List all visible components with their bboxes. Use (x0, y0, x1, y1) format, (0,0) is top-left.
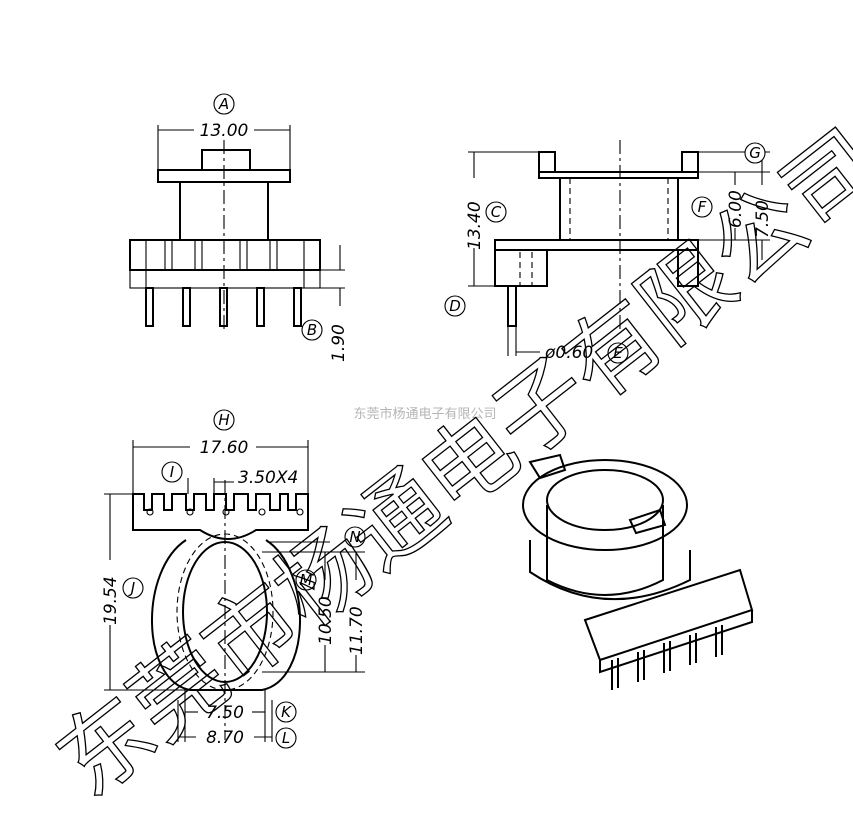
dim-E-value: ø0.60 (544, 343, 593, 363)
dim-H-value: 17.60 (200, 438, 249, 458)
label-A: A (218, 95, 229, 113)
label-D: D (449, 297, 461, 315)
label-K: K (281, 703, 292, 721)
label-G: G (749, 144, 761, 162)
top-view: 17.60 H I 3.50X4 19.54 J 10.50 11.70 M N (101, 409, 367, 749)
dim-J-value: 19.54 (101, 576, 121, 625)
dim-I-value: 3.50X4 (238, 468, 298, 488)
label-F: F (698, 198, 707, 216)
dim-K-value: 7.50 (206, 703, 244, 723)
label-M: M (300, 571, 313, 589)
dim-C-value: 13.40 (465, 201, 485, 250)
dim-G-value: 7.50 (753, 200, 773, 238)
label-H: H (218, 411, 229, 429)
dim-F-value: 6.00 (726, 190, 746, 228)
watermark-small-text: 东莞市杨通电子有限公司 (353, 406, 496, 422)
side-view: 13.40 C D ø0.60 E 6.00 7.50 F G (444, 140, 773, 364)
label-C: C (491, 203, 502, 221)
isometric-view (522, 453, 754, 690)
label-B: B (307, 321, 317, 339)
dim-N-value: 11.70 (347, 606, 367, 655)
label-L: L (282, 729, 290, 747)
label-J: J (128, 579, 135, 597)
dim-M-value: 10.50 (316, 596, 336, 645)
front-view: 13.00 A B 1.90 (129, 93, 349, 362)
dim-A-value: 13.00 (200, 121, 249, 141)
watermark-large-text: 东莞市杨通电子有限公司 (38, 110, 853, 817)
dim-L-value: 8.70 (206, 728, 244, 748)
label-N: N (349, 528, 360, 546)
label-E: E (613, 344, 623, 362)
dim-B-value: 1.90 (329, 324, 349, 362)
label-I: I (170, 463, 175, 481)
